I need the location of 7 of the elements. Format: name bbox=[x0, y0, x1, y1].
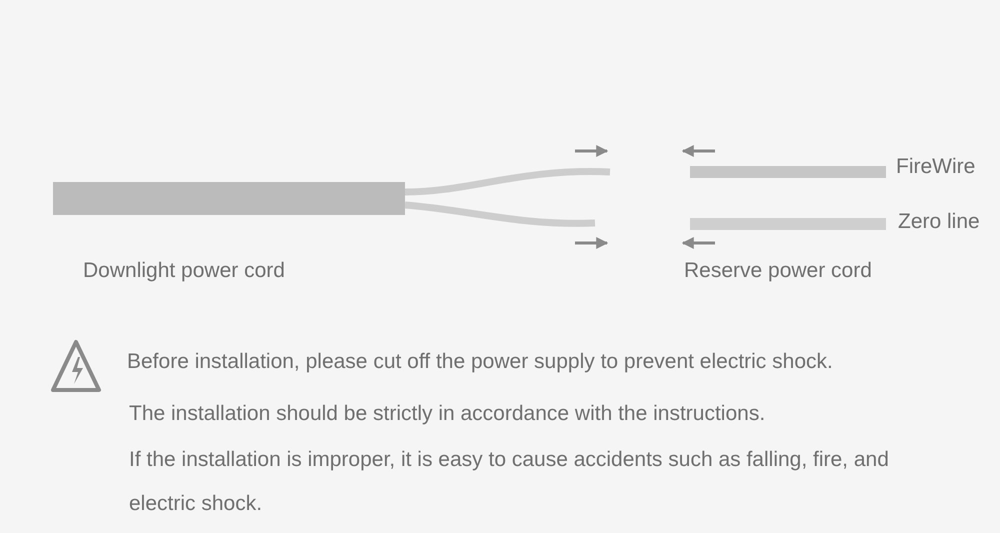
warning-text: If the installation is improper, it is easy to cause accidents such as falling, fire, and electric shock. bbox=[129, 447, 890, 517]
instruction-text: The installation should be strictly in accordance with the instructions. bbox=[129, 401, 766, 427]
cord-label: Downlight power cord bbox=[83, 258, 285, 284]
warning-text: Before installation, please cut off the power supply to prevent electric shock. bbox=[127, 349, 833, 375]
wire-label: Zero line bbox=[898, 209, 980, 235]
cord-label: Reserve power cord bbox=[684, 258, 872, 284]
wire-label: FireWire bbox=[896, 154, 976, 180]
